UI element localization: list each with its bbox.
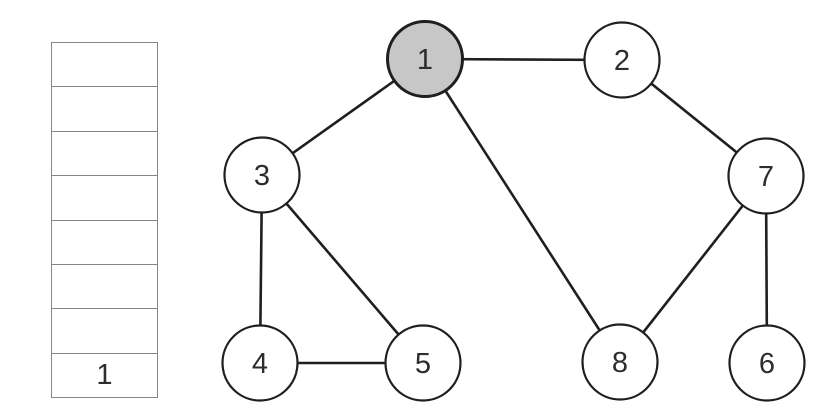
- graph-node-2: 2: [583, 21, 661, 99]
- stack-cell: 1: [96, 358, 113, 391]
- node-label: 8: [612, 347, 628, 379]
- graph-node-7: 7: [727, 137, 805, 215]
- stack: 1: [51, 42, 158, 398]
- node-label: 3: [254, 160, 270, 192]
- graph-node-8: 8: [581, 323, 659, 401]
- graph-node-4: 4: [221, 324, 299, 402]
- stack-cell: [52, 43, 157, 88]
- graph-edge-7-8: [618, 175, 768, 363]
- stack-cell: [52, 265, 157, 310]
- stack-cell: [52, 309, 157, 354]
- graph-node-1: 1: [386, 20, 464, 98]
- node-circle: [221, 324, 299, 402]
- node-label: 4: [252, 348, 268, 380]
- node-label: 7: [758, 161, 774, 193]
- node-circle: [384, 324, 462, 402]
- graph-node-6: 6: [728, 324, 806, 402]
- node-circle-highlighted: [386, 20, 464, 98]
- stack-cell: [52, 221, 157, 265]
- node-circle: [727, 137, 805, 215]
- stack-cell: [52, 176, 157, 221]
- graph-node-5: 5: [384, 324, 462, 402]
- stack-cell: [52, 132, 157, 177]
- node-circle: [583, 21, 661, 99]
- node-label: 1: [417, 44, 433, 76]
- node-circle: [223, 136, 301, 214]
- stack-cell: [52, 87, 157, 132]
- graph-edge-1-8: [423, 58, 622, 363]
- node-label: 5: [415, 348, 431, 380]
- node-label: 6: [759, 348, 775, 380]
- node-circle: [581, 323, 659, 401]
- graph-edge-3-5: [261, 174, 424, 364]
- node-label: 2: [614, 45, 630, 77]
- graph-node-3: 3: [223, 136, 301, 214]
- node-circle: [728, 324, 806, 402]
